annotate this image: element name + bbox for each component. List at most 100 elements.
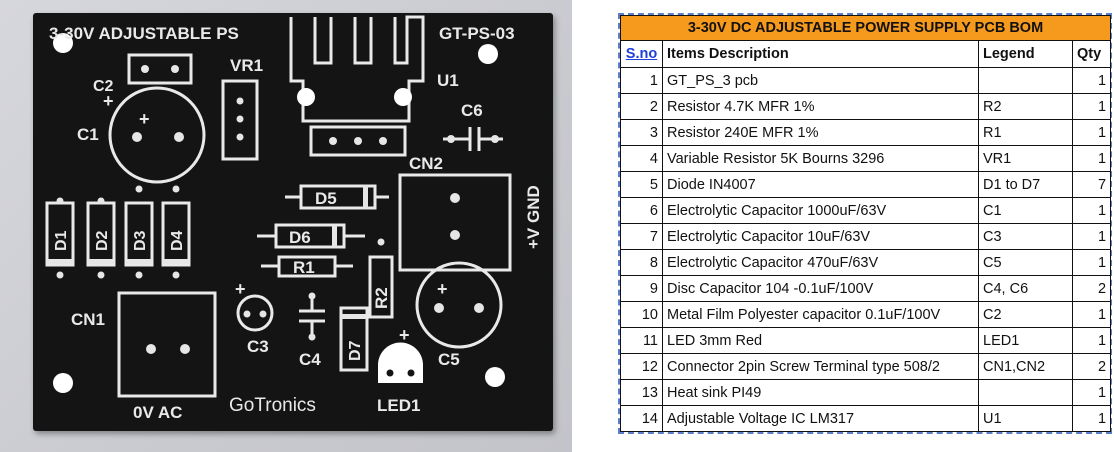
bom-header-row: S.no Items Description Legend Qty: [620, 40, 1112, 68]
diode-d1: D1: [45, 197, 75, 279]
row-legend: C1: [978, 197, 1073, 224]
row-sno: 4: [620, 145, 663, 172]
svg-text:+: +: [437, 279, 448, 299]
c3-label: C3: [247, 337, 269, 356]
legend-header: Legend: [978, 40, 1073, 68]
row-description: Heat sink PI49: [662, 379, 979, 406]
row-qty: 1: [1071, 119, 1112, 146]
diode-d3: D3: [124, 185, 154, 279]
row-sno: 11: [620, 327, 663, 354]
row-qty: 1: [1071, 145, 1112, 172]
d7-label: D7: [347, 340, 364, 361]
cn1-label: CN1: [71, 310, 105, 329]
row-sno: 8: [620, 249, 663, 276]
r1-outline: [277, 255, 337, 278]
cn2-outline: [398, 173, 512, 272]
mounting-hole: [485, 367, 505, 387]
vr1-outline: [221, 79, 259, 161]
heatsink-outline: [289, 15, 425, 123]
row-description: Disc Capacitor 104 -0.1uF/100V: [662, 275, 979, 302]
r2-label: R2: [372, 287, 391, 309]
row-qty: 1: [1071, 197, 1112, 224]
mounting-hole: [53, 373, 73, 393]
c3-outline: [236, 294, 274, 332]
row-legend: CN1,CN2: [978, 353, 1073, 380]
cn2-pin-labels: +V GND: [524, 185, 543, 249]
row-legend: R2: [978, 93, 1073, 120]
row-description: Metal Film Polyester capacitor 0.1uF/100…: [662, 301, 979, 328]
pcb-board: 3-30V ADJUSTABLE PS GT-PS-03 C2 + + C1 V…: [33, 13, 553, 431]
row-sno: 9: [620, 275, 663, 302]
cn1-outline: [117, 291, 217, 398]
row-legend: U1: [978, 405, 1073, 432]
qty-header: Qty: [1071, 40, 1112, 68]
row-sno: 12: [620, 353, 663, 380]
row-sno: 10: [620, 301, 663, 328]
row-qty: 1: [1071, 223, 1112, 250]
row-sno: 14: [620, 405, 663, 432]
row-description: Electrolytic Capacitor 10uF/63V: [662, 223, 979, 250]
row-legend: VR1: [978, 145, 1073, 172]
row-sno: 3: [620, 119, 663, 146]
row-description: Electrolytic Capacitor 470uF/63V: [662, 249, 979, 276]
row-qty: 1: [1071, 301, 1112, 328]
r1-label: R1: [293, 258, 315, 277]
svg-text:+: +: [103, 91, 114, 111]
row-qty: 1: [1071, 67, 1112, 94]
d5-outline: [299, 184, 377, 210]
row-qty: 1: [1071, 327, 1112, 354]
d5-label: D5: [315, 189, 337, 208]
pcb-title: 3-30V ADJUSTABLE PS: [49, 24, 239, 43]
cn2-label: CN2: [409, 154, 443, 173]
c5-outline: [415, 261, 503, 349]
bom-title: 3-30V DC ADJUSTABLE POWER SUPPLY PCB BOM: [619, 15, 1112, 41]
c6-label: C6: [461, 101, 483, 120]
row-legend: [978, 379, 1073, 406]
row-description: LED 3mm Red: [662, 327, 979, 354]
pcb-silkscreen: 3-30V ADJUSTABLE PS GT-PS-03 C2 + + C1 V…: [45, 15, 543, 422]
svg-text:D3: D3: [132, 230, 149, 251]
row-qty: 2: [1071, 275, 1112, 302]
u1-label: U1: [437, 71, 459, 90]
c2-outline: [127, 53, 193, 85]
desc-header: Items Description: [662, 40, 979, 68]
svg-text:+: +: [399, 325, 410, 345]
row-description: Resistor 4.7K MFR 1%: [662, 93, 979, 120]
row-description: Connector 2pin Screw Terminal type 508/2: [662, 353, 979, 380]
d6-outline: [274, 223, 346, 249]
row-sno: 2: [620, 93, 663, 120]
d6-label: D6: [289, 228, 311, 247]
pcb-model: GT-PS-03: [439, 24, 515, 43]
c1-label: C1: [77, 125, 99, 144]
row-qty: 7: [1071, 171, 1112, 198]
row-qty: 1: [1071, 249, 1112, 276]
row-legend: [978, 67, 1073, 94]
row-description: Diode IN4007: [662, 171, 979, 198]
row-description: Adjustable Voltage IC LM317: [662, 405, 979, 432]
row-description: Resistor 240E MFR 1%: [662, 119, 979, 146]
vr1-label: VR1: [230, 56, 263, 75]
row-sno: 7: [620, 223, 663, 250]
row-legend: C5: [978, 249, 1073, 276]
row-description: Electrolytic Capacitor 1000uF/63V: [662, 197, 979, 224]
pcb-photo: 3-30V ADJUSTABLE PS GT-PS-03 C2 + + C1 V…: [0, 0, 572, 452]
bom-table-container: 3-30V DC ADJUSTABLE POWER SUPPLY PCB BOM…: [618, 13, 1112, 434]
row-sno: 13: [620, 379, 663, 406]
row-legend: LED1: [978, 327, 1073, 354]
row-qty: 1: [1071, 405, 1112, 432]
row-legend: C4, C6: [978, 275, 1073, 302]
sno-header-link[interactable]: S.no: [620, 40, 663, 68]
row-sno: 6: [620, 197, 663, 224]
